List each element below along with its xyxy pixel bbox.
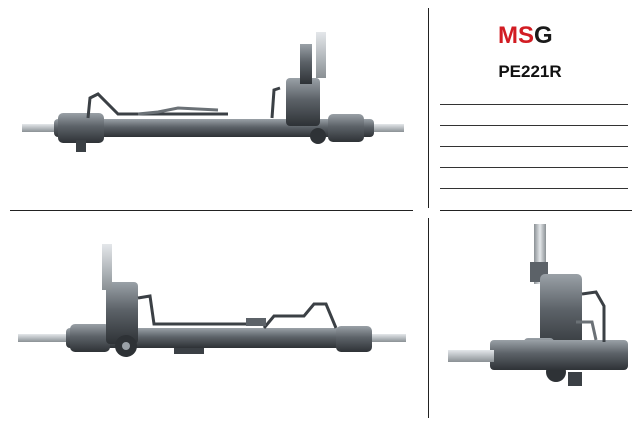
logo-letter-m: M	[498, 22, 518, 49]
note-line	[440, 125, 628, 126]
note-line	[440, 188, 628, 189]
part-code: PE221R	[498, 62, 562, 81]
steering-rack-end-view	[448, 224, 628, 386]
logo-letter-g: G	[534, 22, 553, 49]
note-line	[440, 167, 628, 168]
horizontal-divider-right	[440, 210, 632, 211]
steering-rack-rear-view	[18, 244, 406, 357]
horizontal-divider-left	[10, 210, 413, 211]
logo-letter-s: S	[518, 22, 535, 49]
vertical-divider-bottom	[428, 218, 429, 418]
msg-logo: MSG	[498, 22, 568, 52]
vertical-divider-top	[428, 8, 429, 208]
note-line	[440, 104, 628, 105]
steering-rack-front-view	[22, 32, 404, 152]
note-line	[440, 146, 628, 147]
